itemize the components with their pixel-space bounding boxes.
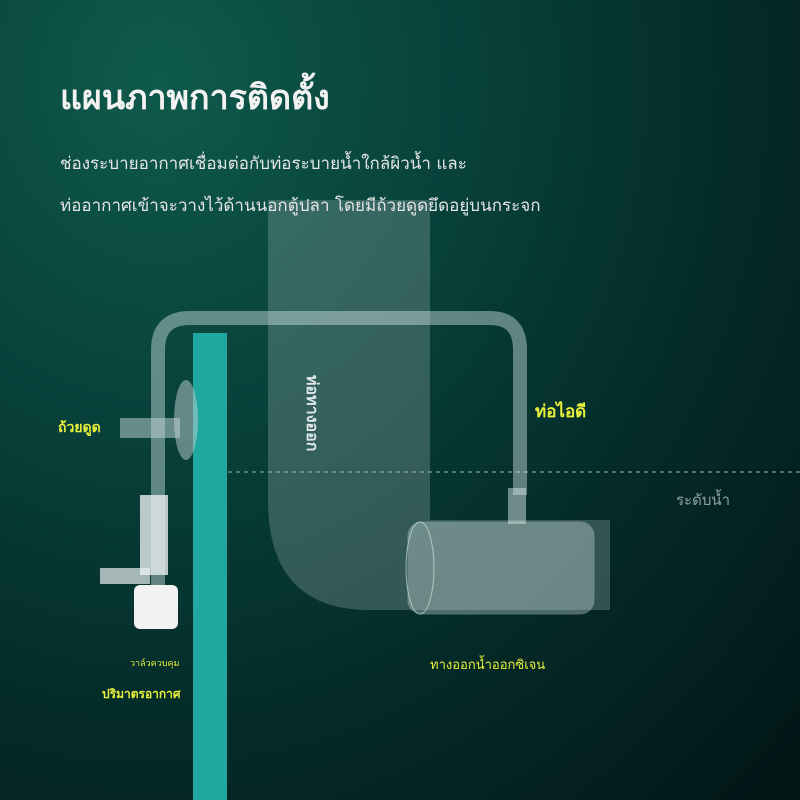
description-line-2: ท่ออากาศเข้าจะวางไว้ด้านนอกตู้ปลา โดยมีถ…	[60, 196, 541, 216]
intake-pipe-label: ท่อไอดี	[535, 402, 587, 422]
outlet-pipe-label: ท่อทางออก	[303, 375, 322, 452]
valve-shape	[140, 495, 168, 575]
aquarium-glass	[193, 333, 227, 800]
page-title: แผนภาพการติดตั้ง	[60, 78, 330, 118]
diffuser-body	[407, 521, 595, 615]
description-line-1: ช่องระบายอากาศเชื่อมต่อกับท่อระบายน้ำใกล…	[60, 154, 467, 174]
intake-tube	[151, 311, 527, 600]
air-volume-label: ปริมาตรอากาศ	[102, 687, 181, 701]
suction-cup-shape	[174, 380, 198, 460]
control-valve-label: วาล์วควบคุม	[130, 659, 180, 669]
oxygen-outlet-label: ทางออกน้ำออกซิเจน	[430, 658, 546, 673]
water-level-label: ระดับน้ำ	[676, 491, 731, 509]
outlet-pipe-shape	[268, 200, 610, 610]
suction-cup-label: ถ้วยดูด	[58, 420, 101, 436]
